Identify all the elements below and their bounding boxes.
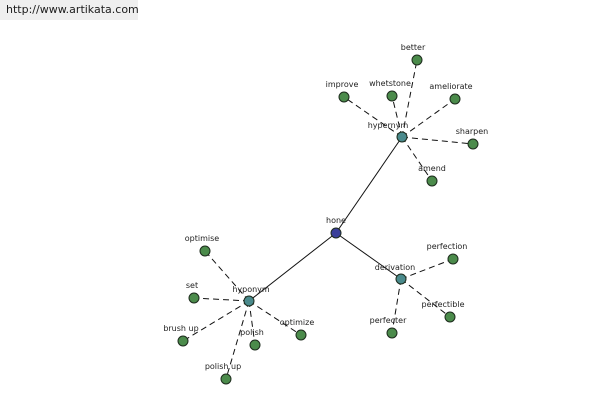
- node-hone[interactable]: hone: [326, 216, 346, 239]
- edge-hypernym-ameliorate: [401, 98, 456, 138]
- node-circle-polish-up[interactable]: [220, 373, 232, 385]
- edge-derivation-perfectible: [400, 278, 451, 318]
- node-label-optimize: optimize: [280, 318, 315, 327]
- node-label-derivation: derivation: [375, 263, 415, 272]
- edge-hone-hyponym: [248, 232, 337, 302]
- node-circle-sharpen[interactable]: [467, 138, 479, 150]
- node-label-brush-up: brush up: [163, 324, 198, 333]
- node-improve[interactable]: improve: [326, 80, 359, 103]
- node-circle-improve[interactable]: [338, 91, 350, 103]
- node-circle-perfectible[interactable]: [444, 311, 456, 323]
- node-circle-perfection[interactable]: [447, 253, 459, 265]
- node-circle-better[interactable]: [411, 54, 423, 66]
- node-label-perfectible: perfectible: [421, 300, 464, 309]
- node-circle-perfecter[interactable]: [386, 327, 398, 339]
- node-label-sharpen: sharpen: [456, 127, 489, 136]
- node-derivation[interactable]: derivation: [375, 263, 415, 285]
- node-label-polish: polish: [240, 328, 264, 337]
- edge-derivation-perfecter: [391, 278, 402, 334]
- node-label-hyponym: hyponym: [232, 285, 270, 294]
- edge-hyponym-set: [193, 297, 250, 302]
- edge-hyponym-polish: [248, 300, 256, 346]
- node-circle-optimize[interactable]: [295, 329, 307, 341]
- node-label-ameliorate: ameliorate: [429, 82, 472, 91]
- node-circle-ameliorate[interactable]: [449, 93, 461, 105]
- node-label-improve: improve: [326, 80, 359, 89]
- node-circle-amend[interactable]: [426, 175, 438, 187]
- edge-hyponym-optimize: [248, 300, 302, 336]
- node-label-hypernym: hypernym: [368, 121, 409, 130]
- node-sharpen[interactable]: sharpen: [456, 127, 489, 150]
- node-brush-up[interactable]: brush up: [163, 324, 199, 347]
- edge-hyponym-polish-up: [225, 300, 250, 380]
- node-label-better: better: [401, 43, 426, 52]
- node-ameliorate[interactable]: ameliorate: [429, 82, 473, 105]
- node-label-hone: hone: [326, 216, 346, 225]
- node-label-amend: amend: [418, 164, 446, 173]
- edge-hypernym-amend: [401, 136, 433, 182]
- node-perfecter[interactable]: perfecter: [370, 316, 407, 339]
- node-circle-hone[interactable]: [330, 227, 342, 239]
- node-circle-derivation[interactable]: [395, 273, 407, 285]
- node-whetstone[interactable]: whetstone: [369, 79, 411, 102]
- node-perfection[interactable]: perfection: [427, 242, 468, 265]
- node-label-perfection: perfection: [427, 242, 468, 251]
- node-set[interactable]: set: [186, 281, 200, 304]
- graph-nodes: better whetstone improve ameliorate sharpen a…: [163, 43, 489, 385]
- edge-hyponym-brush-up: [182, 300, 250, 342]
- node-label-whetstone: whetstone: [369, 79, 411, 88]
- edge-hyponym-optimise: [204, 250, 250, 302]
- node-amend[interactable]: amend: [418, 164, 446, 187]
- node-hyponym[interactable]: hyponym: [232, 285, 270, 307]
- node-label-set: set: [186, 281, 198, 290]
- node-label-optimise: optimise: [185, 234, 220, 243]
- node-circle-set[interactable]: [188, 292, 200, 304]
- edge-hypernym-better: [401, 59, 418, 138]
- graph-edges: [182, 59, 474, 380]
- edge-hypernym-sharpen: [401, 136, 474, 145]
- node-hypernym[interactable]: hypernym: [368, 121, 409, 143]
- edge-hypernym-improve: [343, 96, 403, 138]
- node-polish[interactable]: polish: [240, 328, 264, 351]
- node-circle-whetstone[interactable]: [386, 90, 398, 102]
- node-perfectible[interactable]: perfectible: [421, 300, 465, 323]
- node-polish-up[interactable]: polish up: [205, 362, 241, 385]
- source-url[interactable]: http://www.artikata.com: [0, 0, 139, 20]
- node-circle-brush-up[interactable]: [177, 335, 189, 347]
- node-circle-optimise[interactable]: [199, 245, 211, 257]
- edge-hypernym-whetstone: [391, 95, 403, 138]
- node-optimise[interactable]: optimise: [185, 234, 220, 257]
- node-optimize[interactable]: optimize: [280, 318, 315, 341]
- node-better[interactable]: better: [401, 43, 426, 66]
- node-circle-hyponym[interactable]: [243, 295, 255, 307]
- node-circle-hypernym[interactable]: [396, 131, 408, 143]
- node-label-perfecter: perfecter: [370, 316, 407, 325]
- node-circle-polish[interactable]: [249, 339, 261, 351]
- node-label-polish-up: polish up: [205, 362, 241, 371]
- edge-hone-derivation: [335, 232, 402, 280]
- edge-hone-hypernym: [335, 136, 403, 234]
